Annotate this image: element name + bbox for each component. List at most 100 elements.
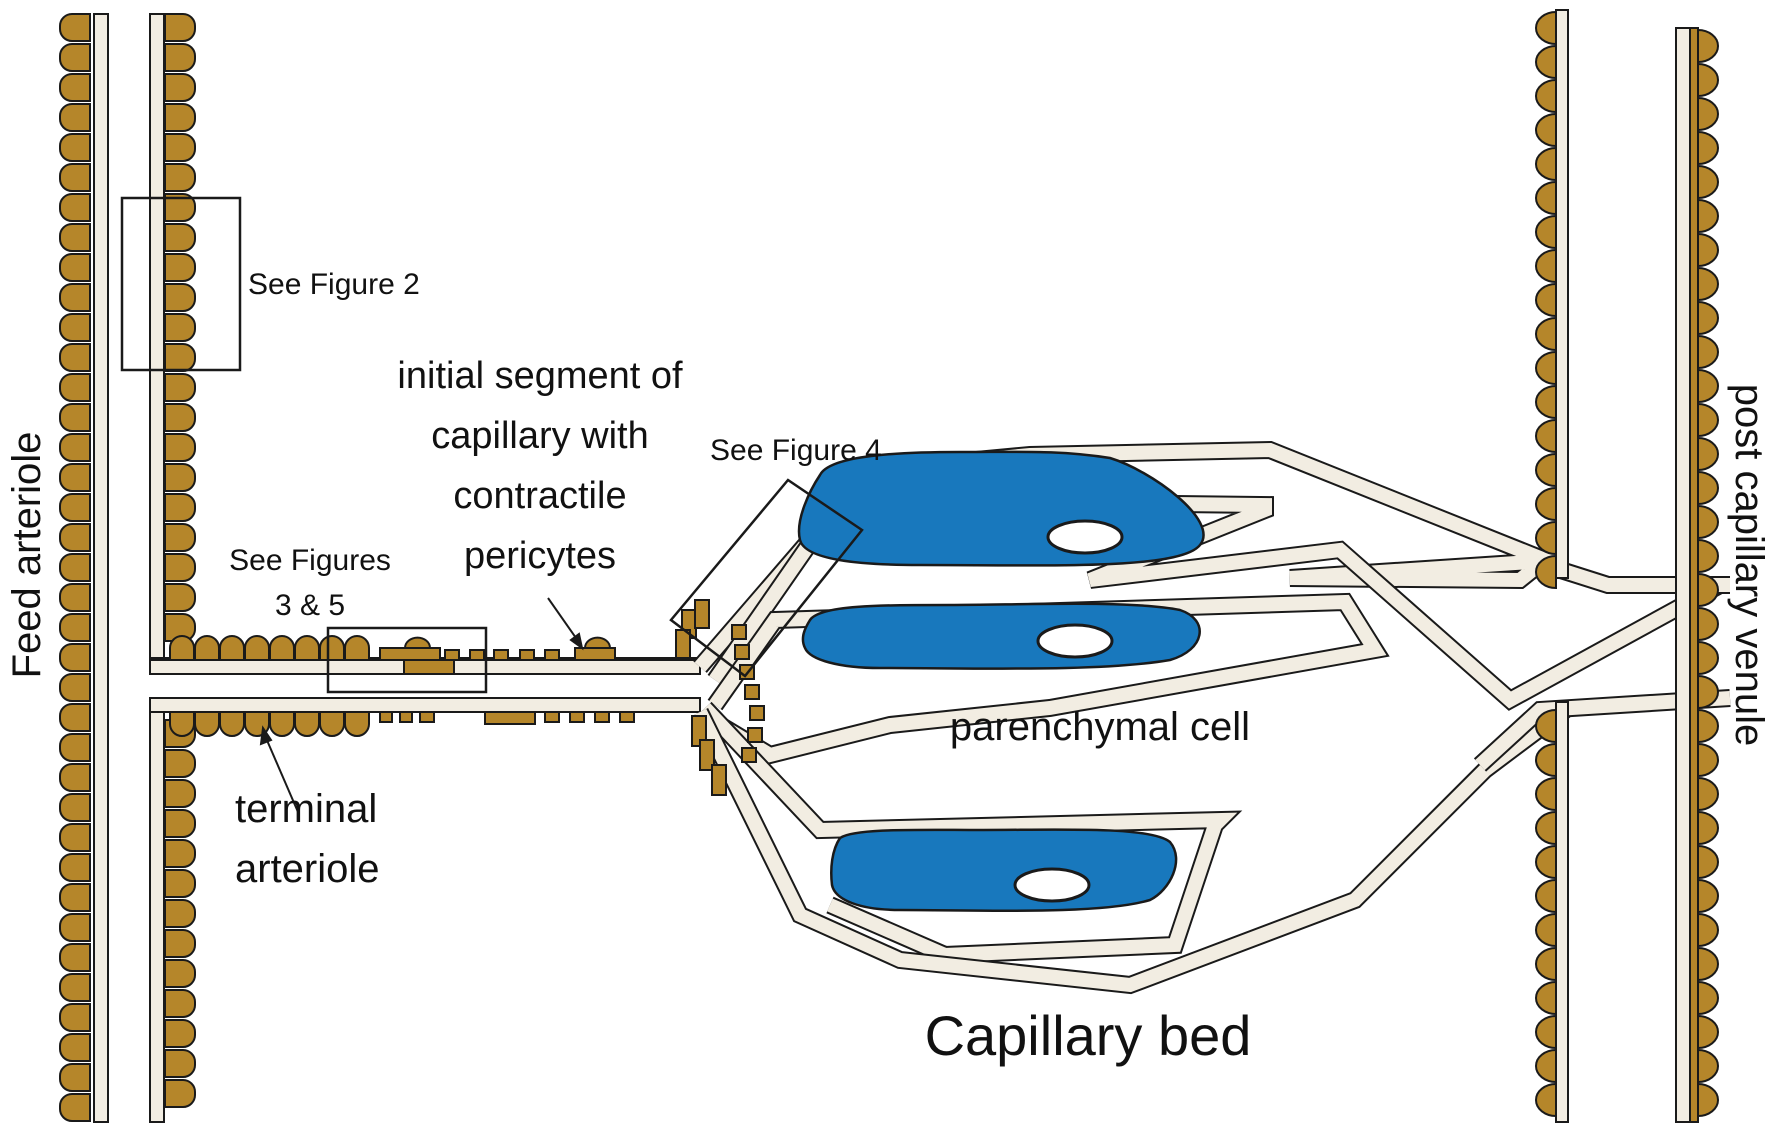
smooth-muscle-cell (164, 313, 196, 342)
smooth-muscle-cell (219, 635, 245, 661)
pericyte (379, 711, 393, 723)
capillary-loop-lower-wall (699, 703, 1238, 963)
nucleus-icon (1013, 867, 1091, 903)
smooth-muscle-cell (164, 869, 196, 898)
pericyte (569, 711, 585, 723)
smooth-muscle-cell (59, 733, 91, 762)
smooth-muscle-cell (164, 493, 196, 522)
smooth-muscle-cell (1535, 981, 1557, 1015)
arrow-head-icon (569, 632, 584, 651)
smooth-muscle-cell (1535, 487, 1557, 521)
smooth-muscle-cell (59, 943, 91, 972)
smooth-muscle-cell (59, 583, 91, 612)
smooth-muscle-cell (164, 103, 196, 132)
smooth-muscle-cell (1697, 301, 1719, 335)
smooth-muscle-cell (164, 463, 196, 492)
nucleus-icon (1046, 519, 1124, 555)
smooth-muscle-cell (59, 343, 91, 372)
smooth-muscle-cell (59, 463, 91, 492)
smooth-muscle-cell (164, 43, 196, 72)
smooth-muscle-cell (1535, 113, 1557, 147)
see-figures-3-5-label-line-1: See Figures (229, 544, 391, 577)
smooth-muscle-cell (244, 635, 270, 661)
pericyte (747, 727, 763, 743)
pericyte (493, 649, 509, 661)
feed-arteriole (59, 13, 109, 1123)
smooth-muscle-cell (1697, 539, 1719, 573)
figure-2-box (120, 196, 242, 372)
parenchymal-cell-2 (801, 602, 1201, 670)
smooth-muscle-cell (164, 13, 196, 42)
smooth-muscle-cell (164, 959, 196, 988)
pericyte (544, 711, 560, 723)
smooth-muscle-cell (164, 403, 196, 432)
pericyte (583, 636, 612, 649)
pericyte (731, 624, 747, 640)
smooth-muscle-cell (1535, 453, 1557, 487)
smooth-muscle-cell (1697, 131, 1719, 165)
smooth-muscle-cell (59, 493, 91, 522)
smooth-muscle-cell (1535, 811, 1557, 845)
smooth-muscle-cell (1697, 743, 1719, 777)
pericyte (379, 647, 441, 661)
smooth-muscle-cell (1697, 1015, 1719, 1049)
pericyte (711, 764, 727, 796)
smooth-muscle-cell (59, 13, 91, 42)
smooth-muscle-cell (1535, 419, 1557, 453)
smooth-muscle-cell (1535, 147, 1557, 181)
post-capillary-venule (1535, 9, 1719, 1123)
smooth-muscle-cell (1535, 845, 1557, 879)
smooth-muscle-cell (1697, 845, 1719, 879)
smooth-muscle-cell (1535, 283, 1557, 317)
smooth-muscle-cell (1697, 335, 1719, 369)
venule-inlet-lower-wall (1475, 691, 1731, 771)
venule-inner-wall-lower (1555, 701, 1569, 1123)
pericyte (619, 711, 635, 723)
smooth-muscle-cell (164, 223, 196, 252)
smooth-muscle-cell (1697, 709, 1719, 743)
smooth-muscle-cell (164, 929, 196, 958)
smooth-muscle-cell (164, 553, 196, 582)
smooth-muscle-cell (1535, 1083, 1557, 1117)
smooth-muscle-cell (319, 635, 345, 661)
smooth-muscle-cell (59, 133, 91, 162)
pointer-arrows (259, 597, 584, 813)
pericyte (399, 711, 413, 723)
smooth-muscle-cell (1697, 1083, 1719, 1117)
smooth-muscle-cell (59, 163, 91, 192)
smooth-muscle-cell (1697, 165, 1719, 199)
parenchymal-cell-label: parenchymal cell (950, 705, 1250, 749)
smooth-muscle-cell (59, 973, 91, 1002)
smooth-muscle-cell (59, 793, 91, 822)
smooth-muscle-cell (59, 1063, 91, 1092)
smooth-muscle-cell (219, 711, 245, 737)
feed-arteriole-wall (93, 13, 109, 1123)
smooth-muscle-cell (164, 839, 196, 868)
smooth-muscle-cell (59, 703, 91, 732)
initial-segment-label-line-4: pericytes (464, 535, 616, 577)
smooth-muscle-cell (59, 553, 91, 582)
smooth-muscle-cell (164, 989, 196, 1018)
smooth-muscle-cell (1697, 777, 1719, 811)
smooth-muscle-cell (294, 711, 320, 737)
smooth-muscle-cell (164, 1019, 196, 1048)
venule-outer-wall (1675, 27, 1691, 1123)
smooth-muscle-cell (1697, 505, 1719, 539)
smooth-muscle-cell (164, 433, 196, 462)
pericyte (419, 711, 435, 723)
parenchymal-cell-3 (830, 828, 1178, 913)
smooth-muscle-cell (59, 763, 91, 792)
reference-boxes (120, 196, 864, 694)
see-figure-4-label: See Figure 4 (710, 434, 882, 467)
smooth-muscle-cell (1697, 981, 1719, 1015)
venule-inner-wall-upper (1555, 9, 1569, 579)
capillary-bed-title: Capillary bed (925, 1004, 1252, 1067)
smooth-muscle-cell (1535, 249, 1557, 283)
arrow-head-icon (259, 725, 273, 746)
smooth-muscle-cell (169, 635, 195, 661)
smooth-muscle-cell (59, 103, 91, 132)
smooth-muscle-cell (59, 403, 91, 432)
pericytes (379, 636, 635, 725)
terminal-arteriole-wall-lower (149, 711, 165, 1123)
smooth-muscle-cell (59, 223, 91, 252)
